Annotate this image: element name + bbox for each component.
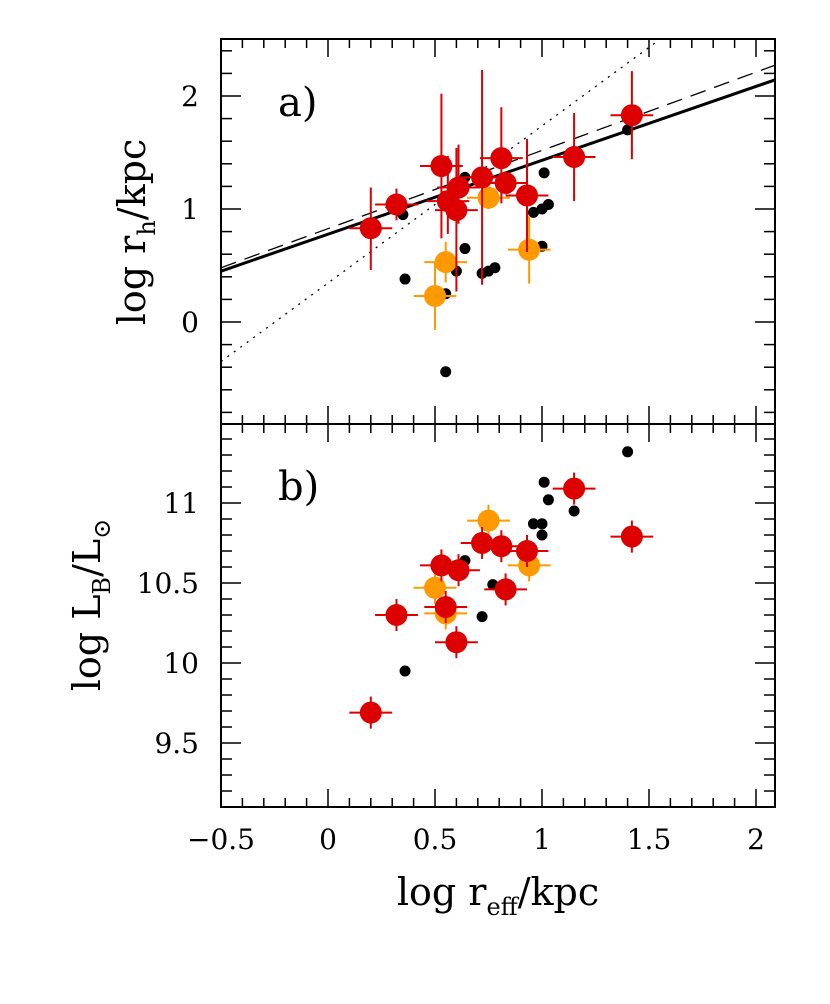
red-data-point	[430, 155, 453, 178]
panel-b	[349, 446, 654, 729]
x-axis-label: log reff/kpc	[397, 870, 599, 921]
panel-b-label: b)	[278, 464, 319, 510]
black-data-point	[476, 611, 488, 623]
y-tick-label: 0	[181, 306, 199, 339]
black-data-point	[622, 446, 634, 458]
orange-data-point	[518, 238, 541, 261]
y-axis-label-a: log rh/kpc	[110, 139, 161, 326]
red-data-point	[359, 701, 382, 724]
red-data-point	[385, 193, 408, 216]
black-data-point	[489, 262, 501, 274]
x-tick-label: 1	[533, 823, 551, 856]
black-data-point	[399, 665, 411, 677]
red-data-point	[445, 631, 468, 654]
y-tick-label: 10.5	[137, 567, 199, 600]
x-tick-label: 0	[319, 823, 337, 856]
black-data-point	[440, 366, 452, 378]
y-tick-label: 1	[181, 193, 199, 226]
red-data-point	[494, 172, 517, 195]
orange-data-point	[424, 285, 446, 308]
y-tick-label: 9.5	[154, 727, 199, 760]
black-data-point	[542, 198, 554, 210]
black-data-point	[622, 124, 634, 136]
red-data-point	[445, 199, 468, 222]
x-tick-label: −0.5	[187, 823, 255, 856]
black-data-point	[536, 518, 548, 530]
y-tick-label: 2	[181, 80, 199, 113]
red-data-point	[447, 176, 470, 199]
axes-frames	[220, 38, 776, 808]
red-data-point	[385, 604, 408, 626]
orange-data-point	[424, 576, 446, 599]
x-tick-labels: −0.5 0 0.5 1 1.5 2	[187, 823, 765, 856]
panel-a	[221, 39, 775, 378]
y-tick-labels-b: 9.5 10 10.5 11	[137, 487, 199, 760]
orange-data-point	[477, 186, 500, 209]
black-data-point	[542, 494, 554, 506]
black-data-point	[536, 529, 548, 541]
red-data-point	[471, 166, 494, 189]
orange-data-point	[477, 509, 500, 532]
orange-data-point	[434, 251, 457, 274]
y-tick-label: 11	[163, 487, 199, 520]
black-data-point	[527, 518, 539, 530]
x-tick-label: 0.5	[413, 823, 458, 856]
black-data-point	[399, 273, 411, 285]
red-data-point	[494, 578, 517, 601]
panel-a-label: a)	[278, 80, 317, 126]
y-axis-label-b: log LB/L⊙	[65, 519, 116, 691]
red-data-point	[447, 559, 470, 582]
red-data-point	[563, 146, 586, 169]
red-data-point	[516, 184, 539, 207]
black-data-point	[459, 243, 471, 255]
x-tick-label: 1.5	[627, 823, 672, 856]
black-data-point	[538, 167, 550, 179]
red-data-point	[434, 596, 457, 618]
x-tick-label: 2	[747, 823, 765, 856]
red-data-point	[490, 147, 513, 170]
red-data-point	[471, 532, 494, 554]
black-data-point	[538, 476, 550, 488]
black-data-point	[527, 206, 539, 218]
y-tick-label: 10	[163, 647, 199, 680]
red-data-point	[490, 535, 513, 558]
red-data-point	[620, 525, 643, 548]
red-data-point	[359, 217, 382, 240]
red-data-point	[620, 104, 643, 127]
red-data-point	[563, 477, 586, 500]
black-data-point	[568, 505, 580, 517]
red-data-point	[516, 540, 539, 562]
y-tick-labels-a: 0 1 2	[181, 80, 199, 339]
